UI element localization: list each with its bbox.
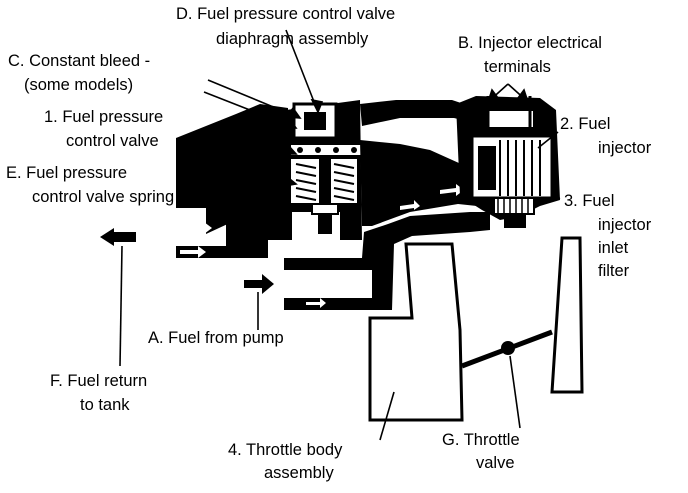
label-f-line-1: F. Fuel return xyxy=(50,372,147,390)
upper-fuel-channel xyxy=(360,100,470,126)
label-f: F. Fuel return to tank xyxy=(50,372,147,414)
label-4-line-2: assembly xyxy=(264,464,334,482)
label-d: D. Fuel pressure control valve diaphragm… xyxy=(176,5,395,48)
label-1-line-2: control valve xyxy=(66,132,159,150)
label-d-line-2: diaphragm assembly xyxy=(216,30,369,48)
label-2: 2. Fuel injector xyxy=(560,115,652,157)
label-3-line-4: filter xyxy=(598,262,630,280)
label-4: 4. Throttle body assembly xyxy=(228,441,343,482)
label-c-line-1: C. Constant bleed - xyxy=(8,52,150,70)
injector-supply-passage xyxy=(360,140,496,226)
throttle-body-assembly xyxy=(368,242,464,422)
label-e: E. Fuel pressure control valve spring xyxy=(6,164,174,206)
control-valve-spring xyxy=(295,163,355,201)
label-a: A. Fuel from pump xyxy=(148,329,284,347)
return-flow-arrows xyxy=(180,222,212,258)
label-b-line-2: terminals xyxy=(484,58,551,76)
fuel-inlet-arrow xyxy=(244,274,274,294)
inlet-fuel-passage xyxy=(284,212,490,310)
label-g-line-2: valve xyxy=(476,454,515,472)
label-d-line-1: D. Fuel pressure control valve xyxy=(176,5,395,23)
label-g-line-1: G. Throttle xyxy=(442,431,520,449)
label-2-line-2: injector xyxy=(598,139,652,157)
inlet-flow-arrows xyxy=(288,278,326,308)
label-3-line-2: injector xyxy=(598,216,652,234)
supply-flow-arrows xyxy=(400,184,464,210)
label-1-line-1: 1. Fuel pressure xyxy=(44,108,163,126)
label-a-line-1: A. Fuel from pump xyxy=(148,329,284,347)
label-c: C. Constant bleed - (some models) xyxy=(8,52,150,94)
label-4-line-1: 4. Throttle body xyxy=(228,441,343,459)
label-c-line-2: (some models) xyxy=(24,76,133,94)
label-f-line-2: to tank xyxy=(80,396,130,414)
label-g: G. Throttle valve xyxy=(442,431,520,472)
label-3-line-3: inlet xyxy=(598,239,629,257)
label-e-line-2: control valve spring xyxy=(32,188,174,206)
label-3-line-1: 3. Fuel xyxy=(564,192,614,210)
label-e-line-1: E. Fuel pressure xyxy=(6,164,127,182)
label-b: B. Injector electrical terminals xyxy=(458,34,602,76)
left-outer-channel xyxy=(206,118,232,234)
label-2-line-1: 2. Fuel xyxy=(560,115,610,133)
label-1: 1. Fuel pressure control valve xyxy=(44,108,163,150)
leader-lines xyxy=(119,29,561,441)
label-b-line-1: B. Injector electrical xyxy=(458,34,602,52)
throttle-bore-wall xyxy=(550,236,584,394)
label-3: 3. Fuel injector inlet filter xyxy=(564,192,652,280)
fuel-return-arrow xyxy=(100,228,136,246)
